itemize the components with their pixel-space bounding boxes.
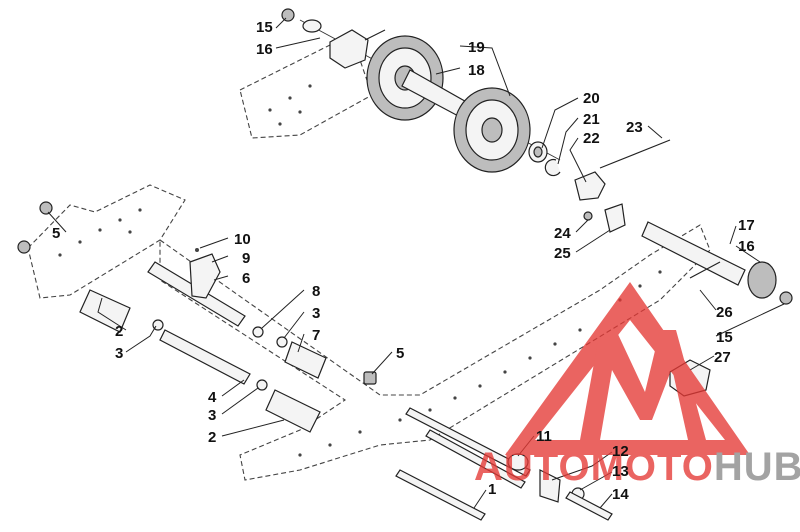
callout-labels: 15 16 19 18 20 21 22 23 5 10 9 6 17 16 2… (52, 19, 755, 503)
automotohub-watermark: AUTOMOTOHUB (474, 282, 800, 489)
callout-18: 18 (468, 62, 485, 79)
idler-wheel-assembly (281, 8, 671, 201)
lower-bolts (395, 407, 613, 521)
callout-9: 9 (242, 250, 250, 267)
callout-8: 8 (312, 283, 320, 300)
callout-14: 14 (612, 486, 629, 503)
left-shaft-assembly (17, 201, 377, 433)
callout-1: 1 (488, 481, 496, 498)
callout-11: 11 (536, 428, 552, 445)
callout-17: 17 (738, 217, 755, 234)
callout-16: 16 (256, 41, 273, 58)
callout-4: 4 (208, 389, 217, 406)
callout-15: 15 (256, 19, 273, 36)
main-rail (27, 184, 711, 481)
watermark-logo-icon (505, 282, 750, 455)
watermark-text-moto: MOTO (591, 445, 714, 489)
callout-25: 25 (554, 245, 571, 262)
svg-text:AUTOMOTOHUB: AUTOMOTOHUB (474, 445, 800, 489)
callout-2: 2 (208, 429, 216, 446)
callout-10: 10 (234, 231, 251, 248)
callout-5: 5 (52, 225, 60, 242)
callout-20: 20 (583, 90, 600, 107)
wheel-left (366, 35, 444, 121)
callout-6: 6 (242, 270, 250, 287)
callout-3: 3 (312, 305, 320, 322)
callout-5: 5 (396, 345, 404, 362)
callout-21: 21 (583, 111, 600, 128)
watermark-text-auto: AUTO (474, 445, 591, 489)
callout-13: 13 (612, 463, 629, 480)
callout-12: 12 (612, 443, 629, 460)
wheel-right (453, 87, 531, 173)
callout-3: 3 (208, 407, 216, 424)
callout-7: 7 (312, 327, 320, 344)
callout-23: 23 (626, 119, 643, 136)
callout-26: 26 (716, 304, 733, 321)
callout-19: 19 (468, 39, 485, 56)
watermark-text-hub: HUB (714, 445, 800, 489)
leader-lines (47, 17, 785, 509)
callout-15: 15 (716, 329, 733, 346)
callout-16: 16 (738, 238, 755, 255)
callout-2: 2 (115, 323, 123, 340)
callout-24: 24 (554, 225, 571, 242)
callout-22: 22 (583, 130, 600, 147)
callout-27: 27 (714, 349, 731, 366)
callout-3: 3 (115, 345, 123, 362)
